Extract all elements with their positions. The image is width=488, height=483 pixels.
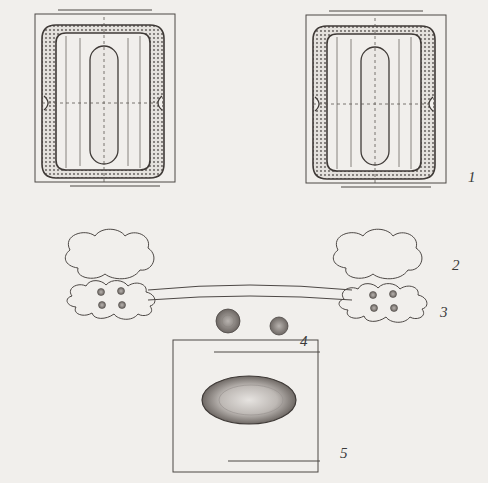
callout-number: 5 — [340, 446, 348, 461]
spore — [222, 315, 234, 327]
connecting-band — [148, 285, 352, 290]
dividing-cell — [339, 284, 427, 323]
connecting-band — [148, 296, 352, 300]
callout-wrap: 1 — [468, 170, 476, 185]
frame — [173, 340, 318, 472]
diatom-valve — [35, 10, 175, 186]
spore — [270, 317, 288, 335]
callout-number: 4 — [300, 334, 308, 349]
diatom-valve — [306, 11, 446, 187]
frame-line — [228, 461, 320, 462]
callout-wrap: 5 — [340, 446, 348, 461]
callout-wrap: 4 — [300, 334, 308, 349]
auxospore — [219, 385, 283, 415]
callout-number: 1 — [468, 170, 476, 185]
frame-line — [214, 352, 320, 353]
auxospore — [202, 376, 296, 424]
callout-number: 3 — [440, 305, 448, 320]
callout-wrap: 2 — [452, 258, 460, 273]
callout-number: 2 — [452, 258, 460, 273]
protoplast-blob — [333, 229, 422, 279]
callout-wrap: 3 — [440, 305, 448, 320]
protoplast-blob — [65, 229, 154, 279]
spore — [216, 309, 240, 333]
dividing-cell — [67, 281, 155, 320]
